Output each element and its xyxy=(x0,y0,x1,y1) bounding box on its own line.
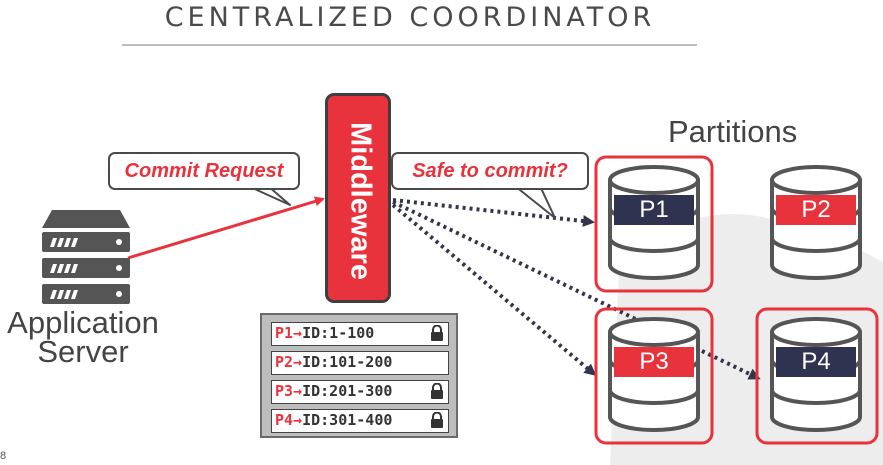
partition-label-p4: P4 xyxy=(776,347,856,377)
lock-table: P1→ID:1-100 P2→ID:101-200 P3→ID:201-300 … xyxy=(260,313,458,438)
lock-table-row: P3→ID:201-300 xyxy=(271,380,449,404)
p3-highlight-box xyxy=(594,307,714,445)
commit-request-arrow xyxy=(127,196,325,260)
lock-table-range: ID:301-400 xyxy=(302,411,393,429)
lock-table-range: ID:201-300 xyxy=(302,382,393,400)
application-server-label: Application Server xyxy=(0,305,166,369)
lock-table-range: ID:1-100 xyxy=(302,324,375,342)
lock-icon xyxy=(431,383,443,399)
safe-to-commit-callout: Safe to commit? xyxy=(391,152,589,190)
application-server-label-line1: Application xyxy=(7,305,159,340)
lock-table-partition: P3→ xyxy=(275,382,303,400)
slide-title: CENTRALIZED COORDINATOR xyxy=(164,2,656,33)
lock-table-row: P4→ID:301-400 xyxy=(271,409,449,433)
title-divider xyxy=(122,44,697,46)
lock-icon xyxy=(431,325,443,341)
p4-highlight-box xyxy=(755,307,879,445)
lock-table-row: P1→ID:1-100 xyxy=(271,322,449,346)
lock-icon xyxy=(431,412,443,428)
application-server-label-line2: Server xyxy=(37,334,129,369)
partition-label-p2: P2 xyxy=(776,195,856,225)
lock-table-partition: P4→ xyxy=(275,411,303,429)
partitions-title: Partitions xyxy=(668,114,798,149)
p1-highlight-box xyxy=(594,155,714,293)
lock-table-partition: P2→ xyxy=(275,353,303,371)
lock-table-partition: P1→ xyxy=(275,324,303,342)
middleware-box: Middleware xyxy=(325,93,391,303)
partition-label-p3: P3 xyxy=(614,347,694,377)
lock-table-range: ID:101-200 xyxy=(302,353,393,371)
dotted-arrow-to-p3 xyxy=(391,203,597,376)
commit-request-callout: Commit Request xyxy=(108,152,300,190)
lock-table-row: P2→ID:101-200 xyxy=(271,351,449,375)
slide-number: 8 xyxy=(0,450,7,462)
dotted-arrow-to-p1 xyxy=(392,198,595,227)
server-icon xyxy=(42,210,130,304)
partition-label-p1: P1 xyxy=(614,195,694,225)
middleware-label: Middleware xyxy=(344,122,377,280)
